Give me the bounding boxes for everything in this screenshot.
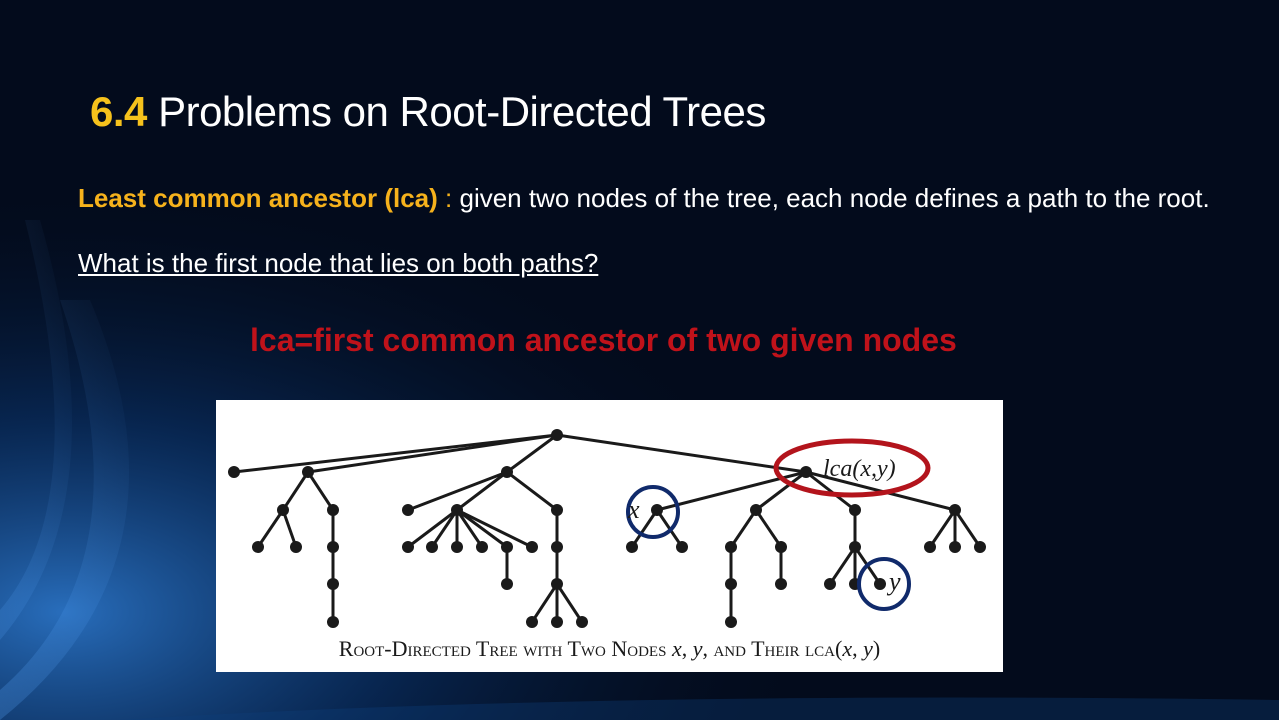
caption-end: ) [872,636,881,661]
figure-caption: Root-Directed Tree with Two Nodes x, y, … [216,636,1003,662]
caption-prefix: Root-Directed Tree with Two Nodes [338,636,672,661]
caption-y: y [692,636,703,661]
caption-y-2: y [863,636,873,661]
caption-x-2: x [842,636,853,661]
lca-ring [773,438,931,498]
tree-diagram: lca(x,y) x y [228,429,986,628]
tree-nodes [228,429,986,628]
lca-label: lca(x,y) [823,456,896,482]
slide-title: 6.4 Problems on Root-Directed Trees [90,88,766,136]
caption-x: x [671,636,682,661]
lca-highlight: lca=first common ancestor of two given n… [250,322,957,358]
title-text: Problems on Root-Directed Trees [158,88,766,135]
caption-mid: , and Their lca( [702,636,843,661]
caption-comma-1: , [681,636,693,661]
section-number: 6.4 [90,88,147,135]
definition-paragraph: Least common ancestor (lca) : given two … [78,166,1248,296]
definition-separator: : [445,183,453,213]
y-label: y [886,567,901,596]
definition-question: What is the first node that lies on both… [78,248,599,278]
tree-figure: lca(x,y) x y Root-Directed Tree with Two… [216,400,1003,672]
x-label: x [627,495,640,524]
x-ring [626,485,680,539]
y-ring [857,557,911,611]
definition-term: Least common ancestor (lca) [78,183,438,213]
caption-comma-2: , [852,636,864,661]
definition-body: given two nodes of the tree, each node d… [459,183,1210,213]
